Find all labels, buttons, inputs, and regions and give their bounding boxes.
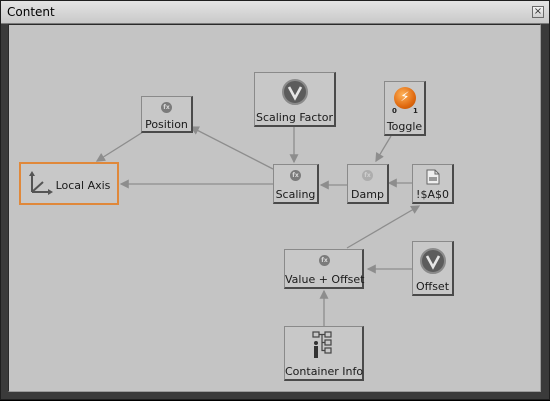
toggle-tick-0: 0 <box>392 107 397 115</box>
info-tree-icon <box>312 331 332 358</box>
node-scaling-factor[interactable]: Scaling Factor <box>254 72 336 127</box>
node-toggle-label: Toggle <box>386 120 423 133</box>
fx-icon: fx <box>362 170 373 181</box>
node-local-axis-label: Local Axis <box>55 179 111 192</box>
node-scaling-factor-label: Scaling Factor <box>255 111 333 124</box>
fx-icon: fx <box>161 102 172 113</box>
close-button[interactable]: × <box>532 6 544 18</box>
node-cell-reference-label: !$A$0 <box>416 188 449 201</box>
title-bar[interactable]: Content × <box>1 1 549 24</box>
value-circle-icon <box>420 248 446 274</box>
node-offset-label: Offset <box>415 280 450 293</box>
node-position[interactable]: fx Position <box>141 96 193 133</box>
node-cell-reference[interactable]: !$A$0 <box>412 164 454 204</box>
node-position-label: Position <box>145 118 188 131</box>
node-toggle[interactable]: ⚡ 0 1 Toggle <box>384 81 426 136</box>
node-value-offset-label: Value + Offset <box>285 273 365 286</box>
fx-icon: fx <box>290 170 301 181</box>
node-damp[interactable]: fx Damp <box>347 164 389 204</box>
axis-icon <box>29 171 53 195</box>
toggle-tick-1: 1 <box>413 107 418 115</box>
node-value-offset[interactable]: fx Value + Offset <box>284 249 364 289</box>
node-scaling[interactable]: fx Scaling <box>273 164 319 204</box>
lightning-icon: ⚡ <box>394 87 416 109</box>
node-local-axis[interactable]: Local Axis <box>19 162 119 205</box>
document-icon <box>426 169 440 185</box>
node-container-info[interactable]: Container Info <box>284 326 364 381</box>
node-container-info-label: Container Info <box>285 365 364 378</box>
window-title: Content <box>7 5 55 19</box>
fx-icon: fx <box>319 255 330 266</box>
node-offset[interactable]: Offset <box>412 241 454 296</box>
value-circle-icon <box>282 79 308 105</box>
node-damp-label: Damp <box>351 188 384 201</box>
node-scaling-label: Scaling <box>275 188 316 201</box>
